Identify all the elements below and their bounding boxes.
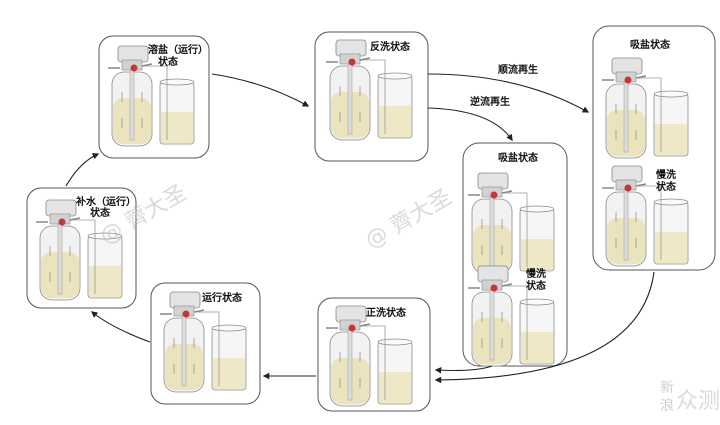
watermark-site-brand: 众测: [676, 389, 720, 414]
arrow-refill-to-dissolve: [66, 154, 98, 186]
label-fast-rinse: 正洗状态: [366, 306, 406, 319]
label-slow-rinse-counter-2: 状态: [526, 279, 546, 292]
label-brine-draw-counter: 吸盐状态: [498, 151, 538, 164]
label-refill-2: 状态: [90, 206, 110, 219]
label-slow-rinse-co-2: 状态: [656, 180, 676, 193]
label-service: 运行状态: [202, 291, 242, 304]
arrow-backwash-to-counter-current: [428, 108, 512, 140]
label-brine-draw-co: 吸盐状态: [630, 38, 670, 51]
watermark-author-2: @ 薺大圣: [361, 185, 456, 254]
label-backwash: 反洗状态: [370, 40, 410, 53]
watermark-site-line1: 新: [660, 380, 674, 396]
label-counter-current: 逆流再生: [470, 95, 510, 108]
label-slow-rinse-co-1: 慢洗: [656, 168, 676, 181]
arrow-counter-current-to-fast-rinse: [436, 366, 492, 371]
watermark-site-line2: 浪: [660, 398, 674, 414]
label-dissolve-salt-1: 溶盐（运行）: [148, 43, 208, 56]
label-refill-1: 补水（运行）: [75, 195, 136, 208]
label-co-current: 顺流再生: [498, 63, 538, 76]
arrow-dissolve-to-backwash: [212, 74, 308, 106]
arrow-service-to-refill: [92, 312, 150, 342]
label-dissolve-salt-2: 状态: [158, 55, 178, 68]
label-slow-rinse-counter-1: 慢洗: [526, 267, 546, 280]
